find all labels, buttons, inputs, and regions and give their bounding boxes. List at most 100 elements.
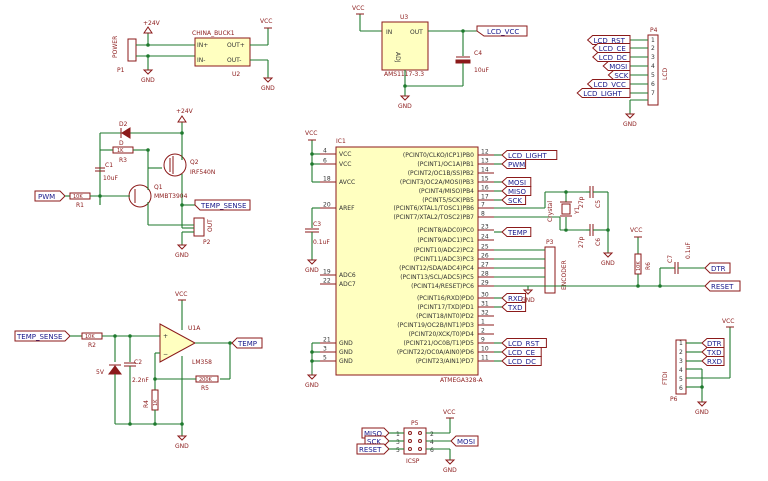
ic1-left-pin-number: 5 — [323, 355, 327, 362]
p4-pin-label: LCD_LIGHT — [583, 90, 622, 98]
p6-pin-number: 6 — [679, 385, 683, 392]
ic1-right-pin-number: 14 — [481, 167, 489, 174]
ic1-right-pin-number: 2 — [481, 328, 485, 335]
u3-in: IN — [386, 29, 392, 36]
icsp-vcc: VCC — [443, 409, 455, 416]
p5-pin5: 5 — [396, 447, 400, 454]
mcu-section: IC1 ATMEGA328-A VCC VCC AVCC AREF ADC6 A… — [305, 130, 558, 389]
p1-gnd: GND — [141, 77, 155, 84]
p2-connector — [193, 217, 205, 237]
p5-pin3: 3 — [396, 439, 400, 446]
d1-val: 5V — [96, 369, 105, 376]
p4-ref: P4 — [650, 27, 658, 34]
ic1-net-label: MOSI — [508, 179, 526, 187]
u1a-part: LM358 — [192, 359, 212, 366]
c4-ref: C4 — [474, 50, 482, 57]
ic1-left-pin-number: 6 — [323, 158, 327, 165]
u2-in-minus: IN- — [197, 57, 205, 64]
p6-pin-label: DTR — [707, 340, 722, 348]
ic1-right-pin-signal: (PCINT1/OC1A)PB1 — [417, 161, 474, 168]
ic1-right-pin-signal: (PCINT20/XCK/T0)PD4 — [409, 331, 475, 338]
p5-ref: P5 — [411, 420, 419, 427]
u2-gnd: GND — [261, 85, 275, 92]
p6-gnd: GND — [695, 409, 709, 416]
ic1-left-pin-number: 20 — [323, 202, 331, 209]
ic1-right-pin-number: 32 — [481, 310, 489, 317]
p6-ref: P6 — [670, 396, 678, 403]
p6-name: FTDI — [662, 371, 669, 385]
ic1-net-label: LCD_LIGHT — [508, 152, 547, 160]
ic1-right-pin-signal: (PCINT21/OC0B/T1)PD5 — [404, 340, 475, 347]
r5-ref: R5 — [201, 385, 209, 392]
p4-connector — [647, 34, 659, 106]
xtal-gnd: GND — [601, 260, 615, 267]
d2-val: D — [119, 140, 124, 147]
u3-regulator — [381, 21, 429, 71]
u1a-ref: U1A — [188, 325, 201, 332]
reset-section: VCC 10K R6 C7 0.1uF DTR RESET — [494, 227, 741, 292]
xtal-ref: Y1 — [574, 206, 581, 215]
u3-adj: ADJ — [394, 52, 401, 63]
ic1-right-pin-signal: (PCINT23/AIN1)PD7 — [416, 358, 474, 365]
ic1-adc7: ADC7 — [339, 281, 356, 288]
p6-pin-number: 3 — [679, 358, 683, 365]
ic1-right-pin-number: 23 — [481, 224, 489, 231]
amp-gnd: GND — [175, 443, 189, 450]
ic1-left-pin-number: 19 — [323, 269, 331, 276]
c3-gnd: GND — [305, 267, 319, 274]
regulator-section: VCC U3 IN OUT ADJ AMS1117-3.3 LCD_VCC C4… — [352, 5, 528, 110]
p4-pin-label: SCK — [614, 72, 628, 80]
p4-pin-label: LCD_DC — [599, 54, 627, 62]
icsp-reset-label: RESET — [359, 446, 382, 454]
ic1-right-pin-number: 15 — [481, 176, 489, 183]
ic1-right-pin-number: 12 — [481, 149, 489, 156]
p5-name: ICSP — [406, 458, 420, 465]
p6-vcc: VCC — [722, 318, 734, 325]
ic1-right-pin-number: 28 — [481, 271, 489, 278]
ic1-right-pin-number: 17 — [481, 194, 489, 201]
ic1-net-label: LCD_RST — [508, 340, 540, 348]
ic1-net-label: SCK — [508, 197, 522, 205]
p4-gnd: GND — [623, 121, 637, 128]
ic1-right-pin-signal: (PCINT17/TXD)PD1 — [417, 304, 474, 311]
ic1-right-pin-number: 16 — [481, 185, 489, 192]
ic1-right-pin-number: 8 — [481, 211, 485, 218]
ic1-gnd-1: GND — [339, 340, 353, 347]
p3-gnd: GND — [521, 297, 535, 304]
ic1-right-pin-signal: (PCINT19/OC2B/INT1)PD3 — [397, 322, 474, 329]
c3-ref: C3 — [313, 221, 321, 228]
u3-vcc: VCC — [352, 5, 364, 12]
r4-val: 1K — [153, 399, 159, 406]
p6-pin-number: 5 — [679, 376, 683, 383]
p5-pin2: 2 — [430, 431, 434, 438]
ic1-adc6: ADC6 — [339, 272, 356, 279]
p1-name: POWER — [112, 36, 119, 58]
ic1-vcc-2: VCC — [339, 161, 351, 168]
ic1-right-pin-number: 13 — [481, 158, 489, 165]
p6-pin-number: 1 — [679, 340, 683, 347]
p5-pin4: 4 — [430, 439, 434, 446]
r6-vcc: VCC — [630, 227, 642, 234]
ic1-right-pin-signal: (PCINT16/RXD)PD0 — [417, 295, 474, 302]
ic1-right-pin-number: 9 — [481, 337, 485, 344]
ic1-left-pin-number: 18 — [323, 176, 331, 183]
amp-temp-label: TEMP — [237, 340, 257, 348]
p3-name: ENCODER — [561, 260, 568, 290]
u3-out: OUT — [410, 29, 423, 36]
u1a-opamp — [159, 323, 197, 363]
p5-pin6: 6 — [430, 447, 434, 454]
icsp-mosi-label: MOSI — [457, 438, 475, 446]
c6-ref: C6 — [595, 238, 602, 246]
ic1-gnd-3: GND — [339, 358, 353, 365]
u2-name: CHINA_BUCK1 — [192, 30, 235, 37]
c7-val: 0.1uF — [685, 242, 692, 259]
temp-sense-label: TEMP_SENSE — [200, 202, 246, 210]
r2-ref: R2 — [88, 342, 96, 349]
ic1-right-pin-number: 29 — [481, 280, 489, 287]
ic1-gnd-symbol: GND — [305, 382, 319, 389]
ic1-net-label: RXD — [508, 295, 523, 303]
icsp-section: P5 ICSP 1 3 5 2 4 6 MISO SCK RESET VCC M… — [356, 409, 479, 474]
ic1-right-pin-signal: (PCINT0/CLKO/ICP1)PB0 — [403, 152, 474, 159]
r6-ref: R6 — [645, 262, 652, 270]
